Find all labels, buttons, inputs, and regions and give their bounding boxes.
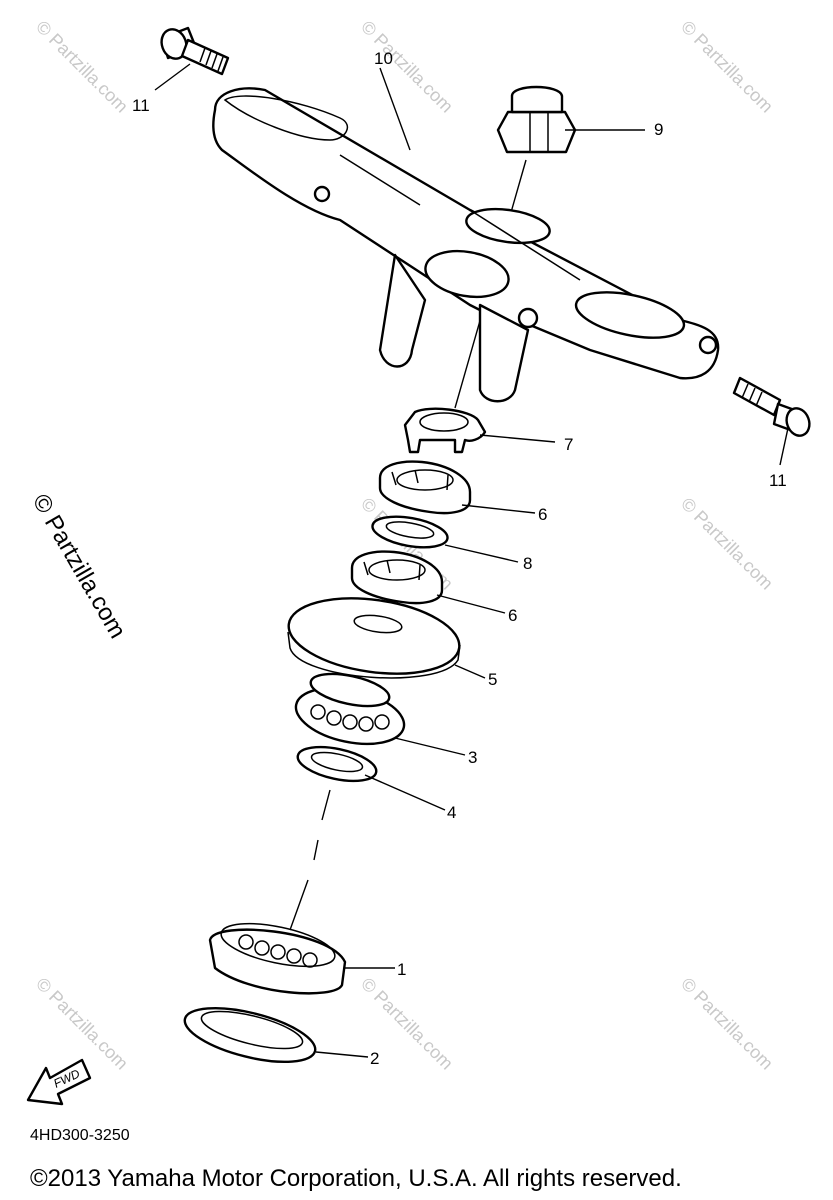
watermark-8: © Partzilla.com — [677, 974, 777, 1074]
bolt-11-top — [160, 26, 230, 76]
callout-9: 9 — [654, 120, 663, 139]
bearing-3 — [294, 672, 406, 746]
center-axis-line — [289, 789, 331, 931]
lock-washer-7 — [403, 407, 487, 454]
bearing-balls-1 — [238, 934, 318, 968]
bolt-11-right — [732, 376, 811, 437]
ring-nut-6-lower — [350, 550, 444, 605]
ring-nut-6-upper — [378, 460, 472, 515]
bearing-1 — [208, 922, 347, 995]
seal-4 — [296, 745, 378, 783]
callout-6-upper: 6 — [538, 505, 547, 524]
steering-nut-9 — [496, 85, 577, 154]
callout-3: 3 — [468, 748, 477, 767]
callout-1: 1 — [397, 960, 406, 979]
callout-11-right: 11 — [769, 471, 787, 490]
bearing-balls-3 — [310, 704, 390, 732]
leader-lines — [154, 63, 789, 1058]
callout-8: 8 — [523, 554, 532, 573]
callout-10: 10 — [374, 49, 393, 68]
callout-4: 4 — [447, 803, 456, 822]
callout-7: 7 — [564, 435, 573, 454]
watermark-2: © Partzilla.com — [357, 17, 457, 117]
watermark-5: © Partzilla.com — [677, 494, 777, 594]
drawing-code: 4HD300-3250 — [30, 1127, 130, 1144]
callout-6-lower: 6 — [508, 606, 517, 625]
race-2 — [183, 1006, 317, 1064]
dust-cover-5 — [287, 597, 461, 679]
callout-2: 2 — [370, 1049, 379, 1068]
callout-11-top: 11 — [132, 96, 150, 115]
watermark-6: © Partzilla.com — [32, 974, 132, 1074]
fwd-arrow-icon: FWD — [26, 1058, 92, 1106]
watermark-1: © Partzilla.com — [32, 17, 132, 117]
watermark-large: © Partzilla.com — [27, 490, 131, 644]
washer-8 — [371, 515, 449, 549]
copyright-text: ©2013 Yamaha Motor Corporation, U.S.A. A… — [30, 1165, 682, 1192]
watermark-3: © Partzilla.com — [677, 17, 777, 117]
upper-triple-clamp — [212, 87, 720, 403]
callout-5: 5 — [488, 670, 497, 689]
